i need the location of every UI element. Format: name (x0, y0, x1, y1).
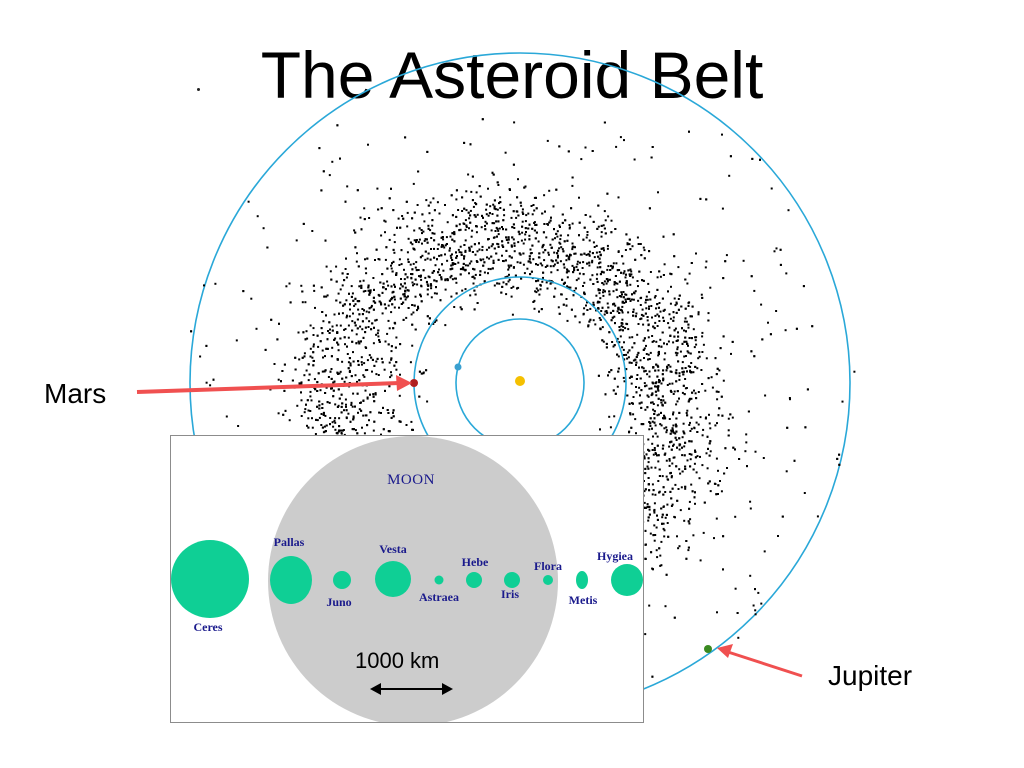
flora-label: Flora (534, 559, 562, 573)
metis-label: Metis (568, 593, 598, 607)
jupiter (704, 645, 712, 653)
vesta-body (375, 561, 411, 597)
size-comparison-graphic (171, 436, 643, 722)
moon-label: MOON (387, 472, 435, 488)
iris-body (504, 572, 520, 588)
mars-arrow (136, 375, 412, 394)
iris-label: Iris (501, 587, 519, 601)
hebe-label: Hebe (461, 555, 489, 569)
pallas-body (270, 556, 312, 604)
hygiea-label: Hygiea (597, 549, 633, 563)
vesta-label: Vesta (379, 542, 407, 556)
scale-label: 1000 km (355, 648, 440, 673)
mars (410, 379, 418, 387)
moon-disc (268, 436, 558, 722)
ceres-body (171, 540, 249, 618)
juno-label: Juno (326, 595, 352, 609)
hebe-body (466, 572, 482, 588)
hygiea-body (611, 564, 643, 596)
astraea-label: Astraea (419, 590, 459, 604)
jupiter-label: Jupiter (828, 660, 913, 691)
flora-body (543, 575, 553, 585)
juno-body (333, 571, 351, 589)
sun (515, 376, 525, 386)
scale-arrow (370, 683, 453, 695)
mars-label: Mars (44, 378, 107, 409)
ceres-label: Ceres (193, 620, 223, 634)
size-comparison-inset: MOON Ceres Pallas Juno Vesta Astraea Heb… (170, 435, 644, 723)
metis-body (576, 571, 588, 589)
title-dot (197, 88, 200, 91)
pallas-label: Pallas (273, 535, 305, 549)
astraea-body (434, 575, 444, 585)
jupiter-arrow (717, 644, 803, 678)
earth (454, 363, 462, 371)
